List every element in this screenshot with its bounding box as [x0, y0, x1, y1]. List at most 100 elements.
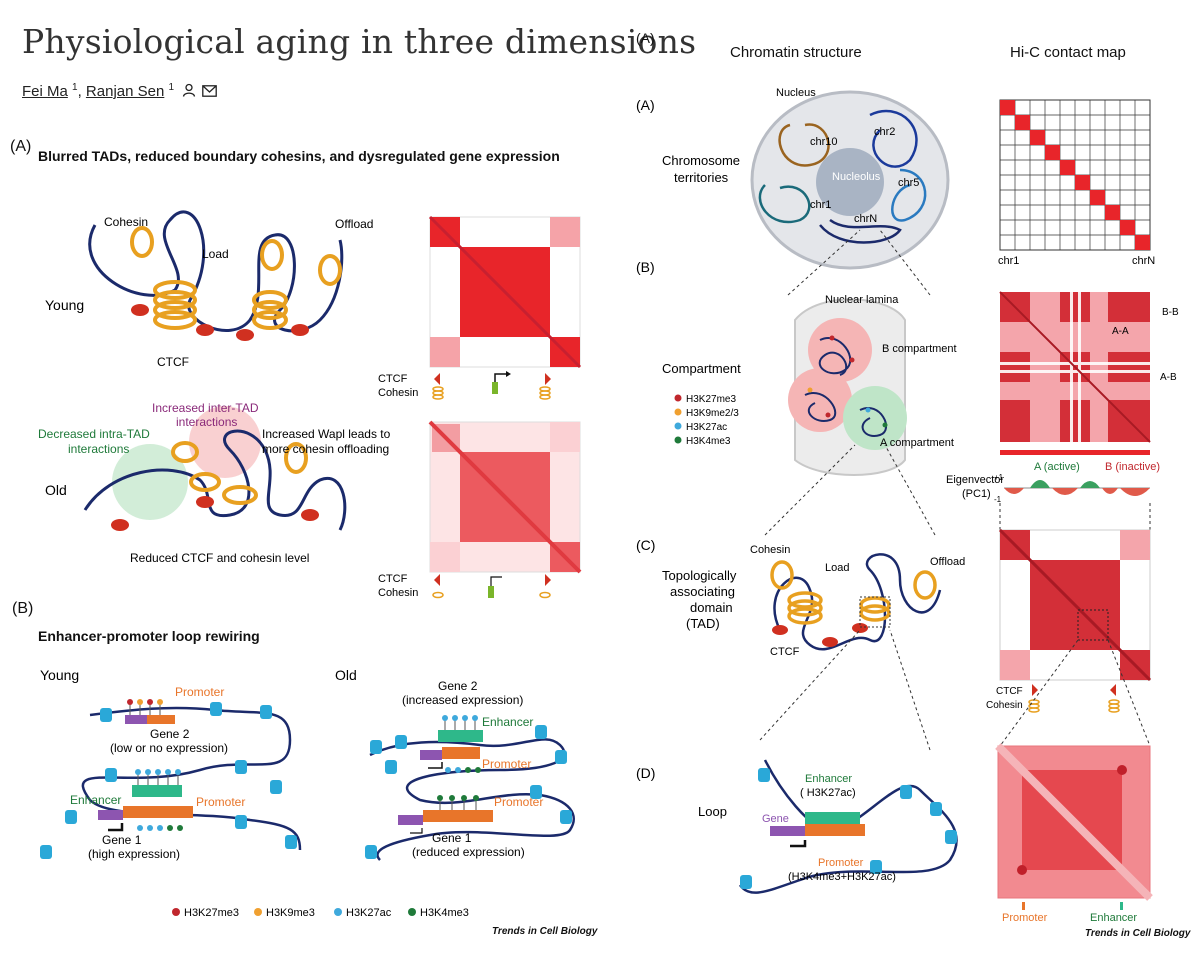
hic-annotation: B-B: [1162, 307, 1179, 318]
promoter-label: Promoter: [196, 795, 245, 809]
gene-box: [125, 715, 147, 724]
gene-box: [98, 810, 123, 820]
tss-arrow-icon: [494, 373, 508, 382]
panel-letter: (B): [636, 259, 655, 275]
gene-label: (low or no expression): [110, 741, 228, 755]
row-label: territories: [674, 170, 729, 185]
ctcf-icon: [1110, 684, 1116, 696]
inter-tad-label: Increased inter-TAD: [152, 401, 259, 415]
gene-box: [398, 815, 423, 825]
gene-label: Gene: [762, 813, 789, 825]
enhancer-promoter-diagram: Young Old Promoter Gene 2 (low or no exp…: [40, 667, 575, 919]
affiliation-marker: 1: [72, 82, 78, 93]
svg-text:H3K9me2/3: H3K9me2/3: [686, 408, 739, 419]
promoter-mark: (H3K4me3+H3K27ac): [788, 871, 896, 883]
chromosome-label: chr1: [810, 199, 831, 211]
map-ctcf-label: CTCF: [996, 686, 1023, 697]
tad-hic-map: [998, 528, 1152, 682]
gene-label: Gene 1: [432, 831, 472, 845]
legend-label: H3K9me3: [266, 907, 315, 919]
article-title: Physiological aging in three dimensions: [22, 22, 697, 61]
intra-tad-label: interactions: [68, 442, 129, 456]
gene-box: [420, 750, 442, 760]
cohesin-icon: [432, 591, 444, 599]
chromosome-label: chr5: [898, 177, 919, 189]
journal-credit: Trends in Cell Biology: [492, 926, 598, 937]
legend-swatch: [172, 908, 180, 916]
promoter-box: [147, 715, 175, 724]
nucleolus-label: Nucleolus: [832, 171, 881, 183]
enhancer-mark: ( H3K27ac): [800, 787, 856, 799]
histone-marks: [445, 767, 461, 773]
chromatin-hierarchy-figure: Chromosome territories Nucleus Nucleolus…: [636, 87, 1179, 924]
map-ctcf-label: CTCF: [378, 573, 408, 585]
load-label: Load: [202, 247, 229, 261]
nucleus-diagram: [750, 90, 950, 270]
histone-marks: [437, 795, 479, 801]
journal-credit: Trends in Cell Biology: [1085, 928, 1191, 939]
promoter-label: Promoter: [175, 685, 224, 699]
panel-letter: (A): [636, 97, 655, 113]
compartment-label: B compartment: [882, 343, 957, 355]
cohesin-icon: [432, 386, 551, 400]
load-label: Load: [825, 562, 849, 574]
panel-heading: Enhancer-promoter loop rewiring: [38, 628, 260, 644]
author-link[interactable]: Fei Ma: [22, 83, 68, 100]
tss-arrow-icon: [490, 576, 502, 586]
promoter-box: [442, 747, 480, 759]
gene-label: (reduced expression): [412, 845, 525, 859]
row-label: Chromosome: [662, 153, 740, 168]
map-cohesin-label: Cohesin: [986, 700, 1023, 711]
nucleosome-icon: [365, 725, 572, 859]
ctcf-icon: [545, 373, 551, 385]
panel-letter: (B): [12, 600, 34, 617]
row-label: (TAD): [686, 616, 720, 631]
panel-letter: (D): [636, 765, 655, 781]
promoter-label: Promoter: [494, 795, 543, 809]
hic-annotation: A-A: [1112, 326, 1129, 337]
panel-letter: (C): [636, 537, 655, 553]
histone-marks: [127, 699, 163, 715]
old-label: Old: [45, 482, 67, 498]
map-cohesin-label: Cohesin: [378, 387, 418, 399]
svg-text:H3K27me3: H3K27me3: [686, 394, 736, 405]
gene-label: Gene 1: [102, 833, 142, 847]
author-link[interactable]: Ranjan Sen: [85, 83, 165, 100]
nucleus-label: Nucleus: [776, 87, 816, 99]
compartment-label: A compartment: [880, 437, 954, 449]
eigen-tick: -1: [994, 495, 1002, 504]
eigen-label: A (active): [1034, 461, 1080, 473]
old-hic-map: [428, 420, 582, 574]
intra-tad-label: Decreased intra-TAD: [38, 427, 150, 441]
tss-arrow-icon: [790, 840, 807, 848]
column-header: Hi-C contact map: [1010, 44, 1126, 61]
compartment-hic-map: [999, 291, 1151, 455]
eigen-tick: +1: [994, 473, 1004, 482]
intra-tad-cloud: [112, 444, 188, 520]
svg-text:H3K27ac: H3K27ac: [686, 422, 727, 433]
ctcf-label: CTCF: [770, 646, 800, 658]
person-icon[interactable]: [182, 83, 196, 101]
row-label: Loop: [698, 804, 727, 819]
gene-label: Gene 2: [150, 727, 190, 741]
young-label: Young: [40, 667, 79, 683]
email-icon[interactable]: [202, 84, 218, 101]
row-label: associating: [670, 584, 735, 599]
old-chromatin-loops: [83, 429, 347, 531]
gene-icon: [492, 382, 498, 394]
nucleosome-icon: [40, 702, 297, 859]
panel-letter: (A): [636, 30, 655, 46]
young-label: Young: [45, 297, 84, 313]
axis-label: chrN: [1132, 255, 1155, 267]
enhancer-label: Enhancer: [482, 715, 533, 729]
svg-text:H3K4me3: H3K4me3: [686, 436, 731, 447]
wapl-label: more cohesin offloading: [262, 442, 389, 456]
loop-diagram: [738, 759, 958, 894]
eigen-label: B (inactive): [1105, 461, 1160, 473]
legend-swatch: [408, 908, 416, 916]
legend-label: H3K27me3: [184, 907, 239, 919]
hic-annotation: A-B: [1160, 372, 1177, 383]
gene-label: (high expression): [88, 847, 180, 861]
genome-hic-map: [999, 99, 1151, 251]
reduced-label: Reduced CTCF and cohesin level: [130, 551, 309, 565]
